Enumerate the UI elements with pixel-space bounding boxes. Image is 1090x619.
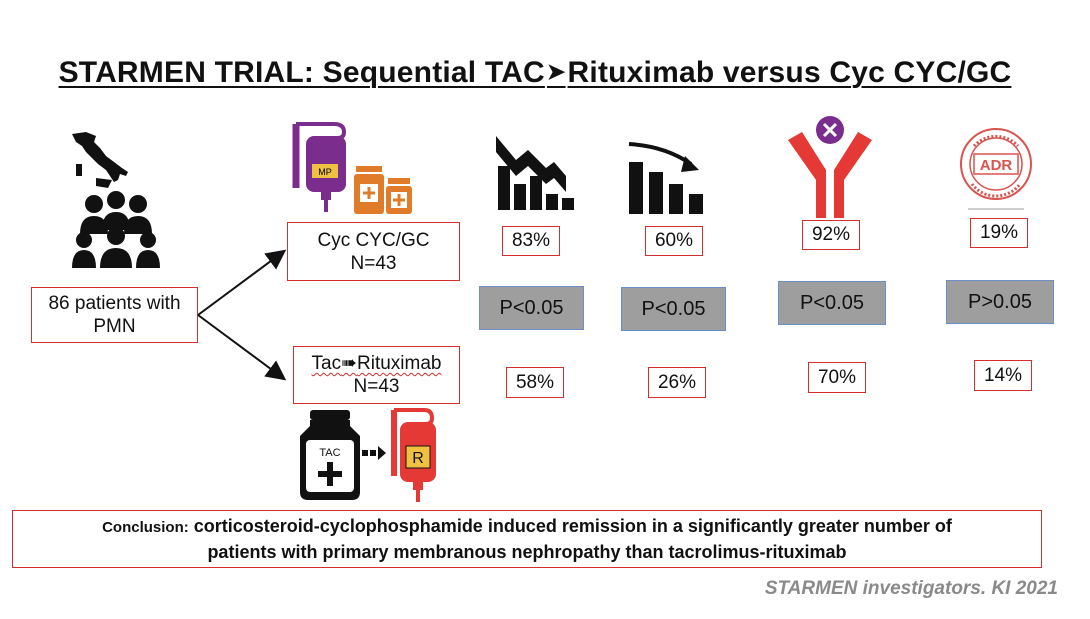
outcome-2-tac-value: 26% bbox=[648, 367, 706, 398]
iv-bag-r-label: R bbox=[412, 450, 424, 467]
iv-bag-pills-icon: MP bbox=[292, 122, 412, 214]
outcome-1-cyc-value: 83% bbox=[502, 226, 560, 256]
patients-group-icon bbox=[72, 191, 160, 268]
cyc-arm-n: N=43 bbox=[350, 252, 397, 274]
outcome-1-tac-value: 58% bbox=[506, 367, 564, 398]
title-arrow-icon: ➤ bbox=[546, 59, 566, 84]
outcome-2-p-value: P<0.05 bbox=[621, 287, 726, 331]
italy-map-icon bbox=[72, 132, 128, 188]
adr-stamp-text: ADR bbox=[980, 157, 1013, 174]
conclusion-lead: Conclusion: bbox=[102, 519, 189, 536]
cyc-arm-name: Cyc CYC/GC bbox=[317, 229, 430, 251]
tac-arm-n: N=43 bbox=[353, 376, 400, 397]
declining-chart-icon bbox=[496, 136, 574, 210]
tac-arm-name-right: Rituximab bbox=[357, 353, 442, 374]
iv-bag-label: MP bbox=[318, 167, 332, 177]
tac-arm-name-left: Tac bbox=[311, 353, 342, 374]
outcome-3-p-value: P<0.05 bbox=[778, 281, 886, 325]
conclusion-box: Conclusion: corticosteroid-cyclophospham… bbox=[12, 510, 1042, 568]
slide-title: STARMEN TRIAL: Sequential TAC➤Rituximab … bbox=[0, 56, 1070, 90]
outcome-1-p-value: P<0.05 bbox=[479, 286, 584, 330]
tac-arm-arrow-icon: ➠ bbox=[341, 353, 357, 374]
outcome-3-cyc-value: 92% bbox=[802, 220, 860, 250]
outcome-3-tac-value: 70% bbox=[808, 362, 866, 393]
tac-bottle-label: TAC bbox=[319, 447, 340, 459]
title-part-1: STARMEN TRIAL: Sequential TAC bbox=[58, 56, 545, 89]
cohort-line-1: 86 patients with bbox=[48, 293, 181, 314]
outcome-4-cyc-value: 19% bbox=[970, 218, 1028, 248]
antibody-icon bbox=[788, 116, 872, 218]
outcome-2-cyc-value: 60% bbox=[645, 226, 703, 256]
citation: STARMEN investigators. KI 2021 bbox=[764, 578, 1058, 599]
outcome-4-p-value: P>0.05 bbox=[946, 280, 1054, 324]
outcome-4-tac-value: 14% bbox=[974, 360, 1032, 391]
tac-arm-name: Tac➠Rituximab bbox=[312, 352, 442, 375]
title-part-2: Rituximab versus Cyc CYC/GC bbox=[567, 56, 1012, 89]
arrow-to-cyc-arm bbox=[197, 249, 287, 316]
cyc-arm-box: Cyc CYC/GC N=43 bbox=[287, 222, 460, 281]
conclusion-line-1: Conclusion: corticosteroid-cyclophospham… bbox=[102, 514, 952, 540]
tac-arm-box: Tac➠Rituximab N=43 bbox=[293, 346, 460, 404]
conclusion-line-2: patients with primary membranous nephrop… bbox=[207, 542, 847, 562]
cohort-line-2: PMN bbox=[93, 316, 136, 337]
decreasing-bars-icon bbox=[628, 142, 703, 214]
arrow-to-tac-arm bbox=[197, 314, 287, 381]
adr-stamp-icon: ADR bbox=[960, 128, 1032, 210]
cohort-box: 86 patients with PMN bbox=[31, 287, 198, 343]
tac-bottle-iv-bag-icon: TAC R bbox=[300, 408, 436, 502]
conclusion-text-1: corticosteroid-cyclophosphamide induced … bbox=[193, 516, 952, 536]
